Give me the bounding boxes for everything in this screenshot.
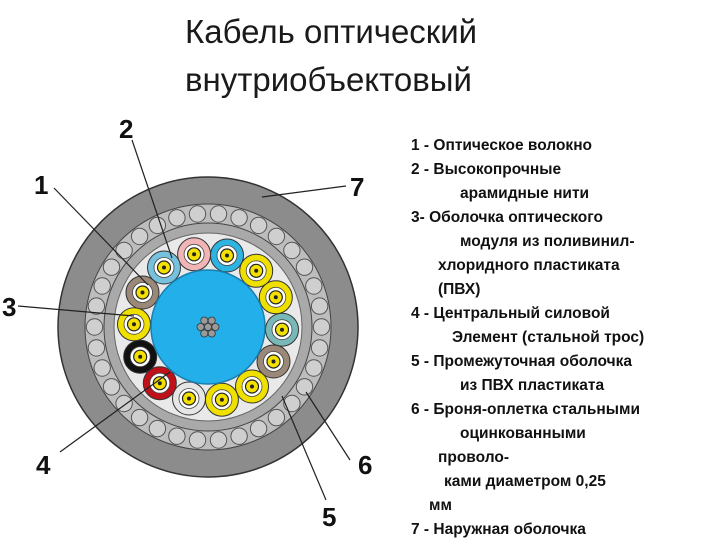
leader-2	[131, 139, 173, 259]
armor-wire	[115, 241, 133, 260]
steel-strand	[203, 322, 212, 331]
optical-fiber-center	[219, 397, 224, 402]
leader-5	[281, 395, 327, 501]
leader-6	[305, 391, 351, 461]
armor-wire	[305, 277, 323, 295]
armor-wire	[188, 431, 207, 449]
steel-strand	[207, 329, 216, 338]
armor-wire	[168, 209, 186, 227]
legend-line: проволо-	[438, 449, 509, 466]
armor-wire	[249, 216, 268, 235]
legend-line: 3- Оболочка оптического	[411, 209, 603, 226]
optical-fiber-center	[138, 354, 143, 359]
optical-fiber-center	[187, 396, 191, 401]
legend-line: модуля из поливинил-	[460, 233, 635, 250]
armor-wire	[230, 427, 248, 445]
legend-line: 2 - Высокопрочные	[411, 161, 562, 178]
armor-wire	[102, 378, 121, 396]
legend-line: (ПВХ)	[438, 281, 481, 298]
legend: 1 - Оптическое волокно 2 - Высокопрочные…	[411, 134, 716, 542]
optical-fiber-center	[280, 327, 284, 332]
optical-modules	[117, 237, 299, 417]
steel-strand	[200, 329, 209, 338]
legend-line: оцинкованными	[460, 425, 586, 442]
steel-strand	[200, 316, 209, 325]
armor-wire	[312, 318, 331, 336]
title-line-2: внутриобъектовый	[185, 61, 472, 98]
legend-line: мм	[429, 497, 452, 514]
steel-strand	[196, 322, 205, 331]
steel-strand	[211, 322, 220, 331]
armor-wire	[130, 227, 149, 246]
optical-fiber-center	[157, 381, 162, 386]
callout-3: 3	[2, 292, 16, 322]
armor-wire	[130, 408, 149, 427]
optical-fiber-center	[225, 253, 229, 258]
steel-strand	[207, 316, 216, 325]
armor-wire	[93, 359, 111, 377]
armor-wires	[85, 205, 331, 449]
armor-wire	[283, 394, 301, 413]
legend-line: 4 - Центральный силовой	[411, 305, 610, 322]
title-line-1: Кабель оптический	[185, 13, 478, 50]
armor-wire	[295, 258, 314, 276]
legend-line: арамидные нити	[460, 185, 590, 202]
armor-wire	[87, 339, 106, 357]
armor-wire	[85, 318, 104, 336]
armor-wire	[148, 419, 167, 438]
callout-7: 7	[350, 172, 364, 202]
leader-3	[17, 305, 135, 317]
armor-wire	[115, 394, 133, 413]
armor-wire	[305, 359, 323, 377]
armor-wire	[102, 258, 121, 276]
optical-fiber-center	[271, 359, 276, 364]
armor-wire	[310, 339, 329, 357]
legend-line: из ПВХ пластиката	[460, 377, 605, 394]
leader-1	[53, 187, 149, 286]
legend-line: ками диаметром 0,25	[444, 473, 606, 490]
callout-leaders	[17, 139, 351, 501]
optical-fiber-center	[273, 295, 278, 300]
legend-line: хлоридного пластиката	[438, 257, 620, 274]
optical-fiber-center	[140, 290, 145, 295]
armor-wire	[267, 408, 286, 427]
legend-line: 1 - Оптическое волокно	[411, 137, 593, 154]
callout-1: 1	[34, 170, 48, 200]
leader-4	[59, 371, 171, 453]
armor-wire	[168, 427, 186, 445]
armor-wire	[93, 277, 111, 295]
armor-wire	[283, 241, 301, 260]
callout-6: 6	[358, 450, 372, 480]
legend-line: Элемент (стальной трос)	[452, 329, 645, 346]
callout-5: 5	[322, 502, 336, 532]
page-title: Кабель оптический внутриобъектовый	[185, 8, 645, 104]
armor-wire	[267, 227, 286, 246]
callout-4: 4	[36, 450, 51, 480]
armor-wire	[188, 205, 207, 223]
legend-line: 7 - Наружная оболочка	[411, 521, 586, 538]
legend-line: 5 - Промежуточная оболочка	[411, 353, 632, 370]
armor-wire	[249, 419, 268, 438]
steel-rope-strands	[196, 316, 220, 338]
optical-fiber-center	[162, 265, 166, 270]
optical-fiber-center	[250, 384, 254, 389]
armor-wire	[87, 297, 106, 315]
legend-line: 6 - Броня-оплетка стальными	[411, 401, 641, 418]
armor-wire	[209, 205, 228, 223]
optical-fiber-center	[192, 252, 197, 257]
armor-wire	[310, 297, 329, 315]
callout-2: 2	[119, 114, 133, 144]
cable-cross-section	[57, 176, 359, 478]
optical-fiber-center	[132, 322, 136, 327]
optical-fiber-center	[254, 268, 259, 273]
armor-wire	[295, 378, 314, 396]
armor-wire	[148, 216, 167, 235]
armor-wire	[230, 209, 248, 227]
callout-numbers: 1 2 3 4 5 6 7	[2, 114, 372, 532]
leader-7	[261, 185, 347, 198]
armor-wire	[209, 431, 228, 449]
